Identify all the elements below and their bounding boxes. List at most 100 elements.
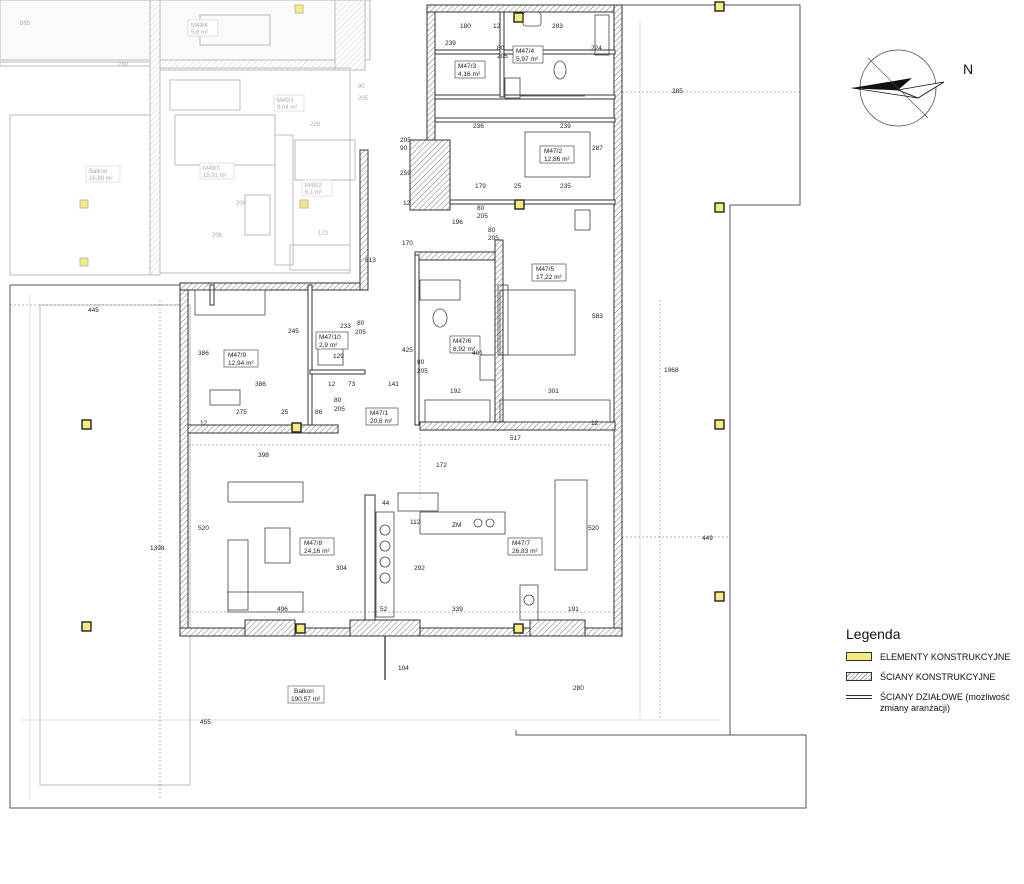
dimension-label: 25 <box>514 183 522 190</box>
room-m47-3-area: 4,16 m² <box>458 71 481 78</box>
dimension-label: 283 <box>552 23 563 30</box>
dimension-label: 104 <box>398 665 409 672</box>
dimension-label: 12 <box>591 420 599 427</box>
dimension-label: 112 <box>410 519 421 526</box>
dimension-label: 236 <box>473 123 484 130</box>
legend-label-walls: ŚCIANY KONSTRUKCYJNE <box>880 672 996 682</box>
neighbour-dim: 229 <box>310 122 321 128</box>
room-m47-5[interactable]: M47/5 17,22 m² <box>531 263 567 282</box>
furniture <box>194 11 611 621</box>
room-m47-5-area: 17,22 m² <box>536 274 562 281</box>
dimension-label: 80 <box>497 45 505 52</box>
room-m47-6[interactable]: M47/6 6,92 m² <box>449 335 481 354</box>
structural-columns <box>81 1 725 634</box>
neighbour-labels: M49/4 5,8 m² M49/1 8,04 m² M49/3 15,91 m… <box>20 19 369 239</box>
room-m47-1[interactable]: M47/1 20,6 m² <box>365 407 399 426</box>
room-m47-4[interactable]: M47/4 5,97 m² <box>512 45 544 64</box>
dimension-label: 196 <box>452 219 463 226</box>
dimension-label: 239 <box>445 40 456 47</box>
neighbour-dim: 205 <box>358 96 369 102</box>
zm-label: ZM <box>452 522 461 529</box>
dimension-label: 205 <box>477 213 488 220</box>
dimension-label: 44 <box>382 500 390 507</box>
legend-swatch-structural <box>846 652 872 661</box>
room-m47-9-label: M47/9 <box>228 352 246 359</box>
room-labels: M47/1 20,6 m² M47/2 12,86 m² M47/3 4,16 … <box>223 45 575 704</box>
neighbour-balkon-area: 16,89 m² <box>89 176 113 182</box>
dimension-label: 205 <box>334 406 345 413</box>
dimension-label: 90 <box>400 145 408 152</box>
dimension-label: 170 <box>402 240 413 247</box>
room-m47-2-label: M47/2 <box>544 148 562 155</box>
room-m47-6-label: M47/6 <box>453 338 471 345</box>
dimension-label: 287 <box>592 145 603 152</box>
dimension-label: 233 <box>340 323 351 330</box>
dimension-label: 520 <box>588 525 599 532</box>
balkon-label: Balkon <box>294 688 314 695</box>
dimension-label: 292 <box>414 565 425 572</box>
balcony-outline <box>9 4 807 809</box>
dimension-label: 235 <box>560 183 571 190</box>
room-m47-9-area: 12,94 m² <box>228 360 254 367</box>
room-m47-2-area: 12,86 m² <box>544 156 570 163</box>
neighbour-apartment <box>0 0 371 276</box>
neighbour-dim: 173 <box>318 231 329 237</box>
dimension-label: 304 <box>336 565 347 572</box>
dimension-label: 398 <box>258 452 269 459</box>
dimension-label: 275 <box>236 409 247 416</box>
dimension-label: 80 <box>477 205 485 212</box>
dimension-label: 86 <box>315 409 323 416</box>
dimension-label: 129 <box>333 353 344 360</box>
dimension-label: 455 <box>200 719 211 726</box>
room-m47-2[interactable]: M47/2 12,86 m² <box>539 145 575 164</box>
neighbour-dim: 885 <box>20 21 31 27</box>
room-m47-6-area: 6,92 m² <box>453 346 476 353</box>
room-m47-10-area: 2,9 m² <box>319 342 338 349</box>
dimension-label: 425 <box>402 347 413 354</box>
room-m47-5-label: M47/5 <box>536 266 554 273</box>
dimension-label: 339 <box>452 606 463 613</box>
dimension-label: 285 <box>672 88 683 95</box>
dimension-label: 205 <box>355 329 366 336</box>
dimension-label: 12 <box>328 381 336 388</box>
legend-item-structural: ELEMENTY KONSTRUKCYJNE <box>846 652 1024 663</box>
north-label: N <box>963 61 973 77</box>
dimension-label: 239 <box>560 123 571 130</box>
dimension-label: 80 <box>357 320 365 327</box>
room-m49-3-area: 15,91 m² <box>203 173 227 179</box>
dimension-label: 386 <box>198 350 209 357</box>
room-m47-7[interactable]: M47/7 26,83 m² <box>507 537 543 556</box>
partition-walls <box>209 11 616 621</box>
legend-item-walls: ŚCIANY KONSTRUKCYJNE <box>846 672 1024 683</box>
dimension-label: 12 <box>200 420 208 427</box>
room-m47-9[interactable]: M47/9 12,94 m² <box>223 349 259 368</box>
dimension-label: 205 <box>400 137 411 144</box>
legend-item-partitions: ŚCIANY DZIAŁOWE (możliwość zmiany aranża… <box>846 692 1024 714</box>
dimension-label: 301 <box>548 388 559 395</box>
legend-swatch-walls <box>846 672 872 681</box>
room-m47-4-area: 5,97 m² <box>516 56 539 63</box>
room-m49-4-area: 5,8 m² <box>191 30 208 36</box>
room-m47-4-label: M47/4 <box>516 48 534 55</box>
dimension-label: 280 <box>573 685 584 692</box>
room-m47-7-label: M47/7 <box>512 540 530 547</box>
dimension-label: 386 <box>255 381 266 388</box>
room-m49-1-area: 8,04 m² <box>277 105 297 111</box>
room-m47-3[interactable]: M47/3 4,16 m² <box>454 60 486 79</box>
room-m49-4-label: M49/4 <box>191 23 208 29</box>
dimension-label: 205 <box>497 53 508 60</box>
room-m47-8[interactable]: M47/8 24,16 m² <box>299 537 335 556</box>
legend-label-partitions: ŚCIANY DZIAŁOWE (możliwość zmiany aranża… <box>880 692 1010 713</box>
dimension-label: 180 <box>460 23 471 30</box>
room-m47-8-label: M47/8 <box>304 540 322 547</box>
dimension-label: 80 <box>417 359 425 366</box>
dimension-label: 520 <box>198 525 209 532</box>
dimension-label: 259 <box>400 170 411 177</box>
legend-title: Legenda <box>846 626 901 642</box>
legend: Legenda ELEMENTY KONSTRUKCYJNE ŚCIANY KO… <box>846 626 1024 723</box>
room-balkon[interactable]: Balkon 190,57 m² <box>287 685 325 704</box>
room-m47-10[interactable]: M47/10 2,9 m² <box>315 331 349 350</box>
dimension-lines <box>10 91 800 800</box>
balkon-area: 190,57 m² <box>291 696 321 703</box>
dimension-label: 25 <box>281 409 289 416</box>
